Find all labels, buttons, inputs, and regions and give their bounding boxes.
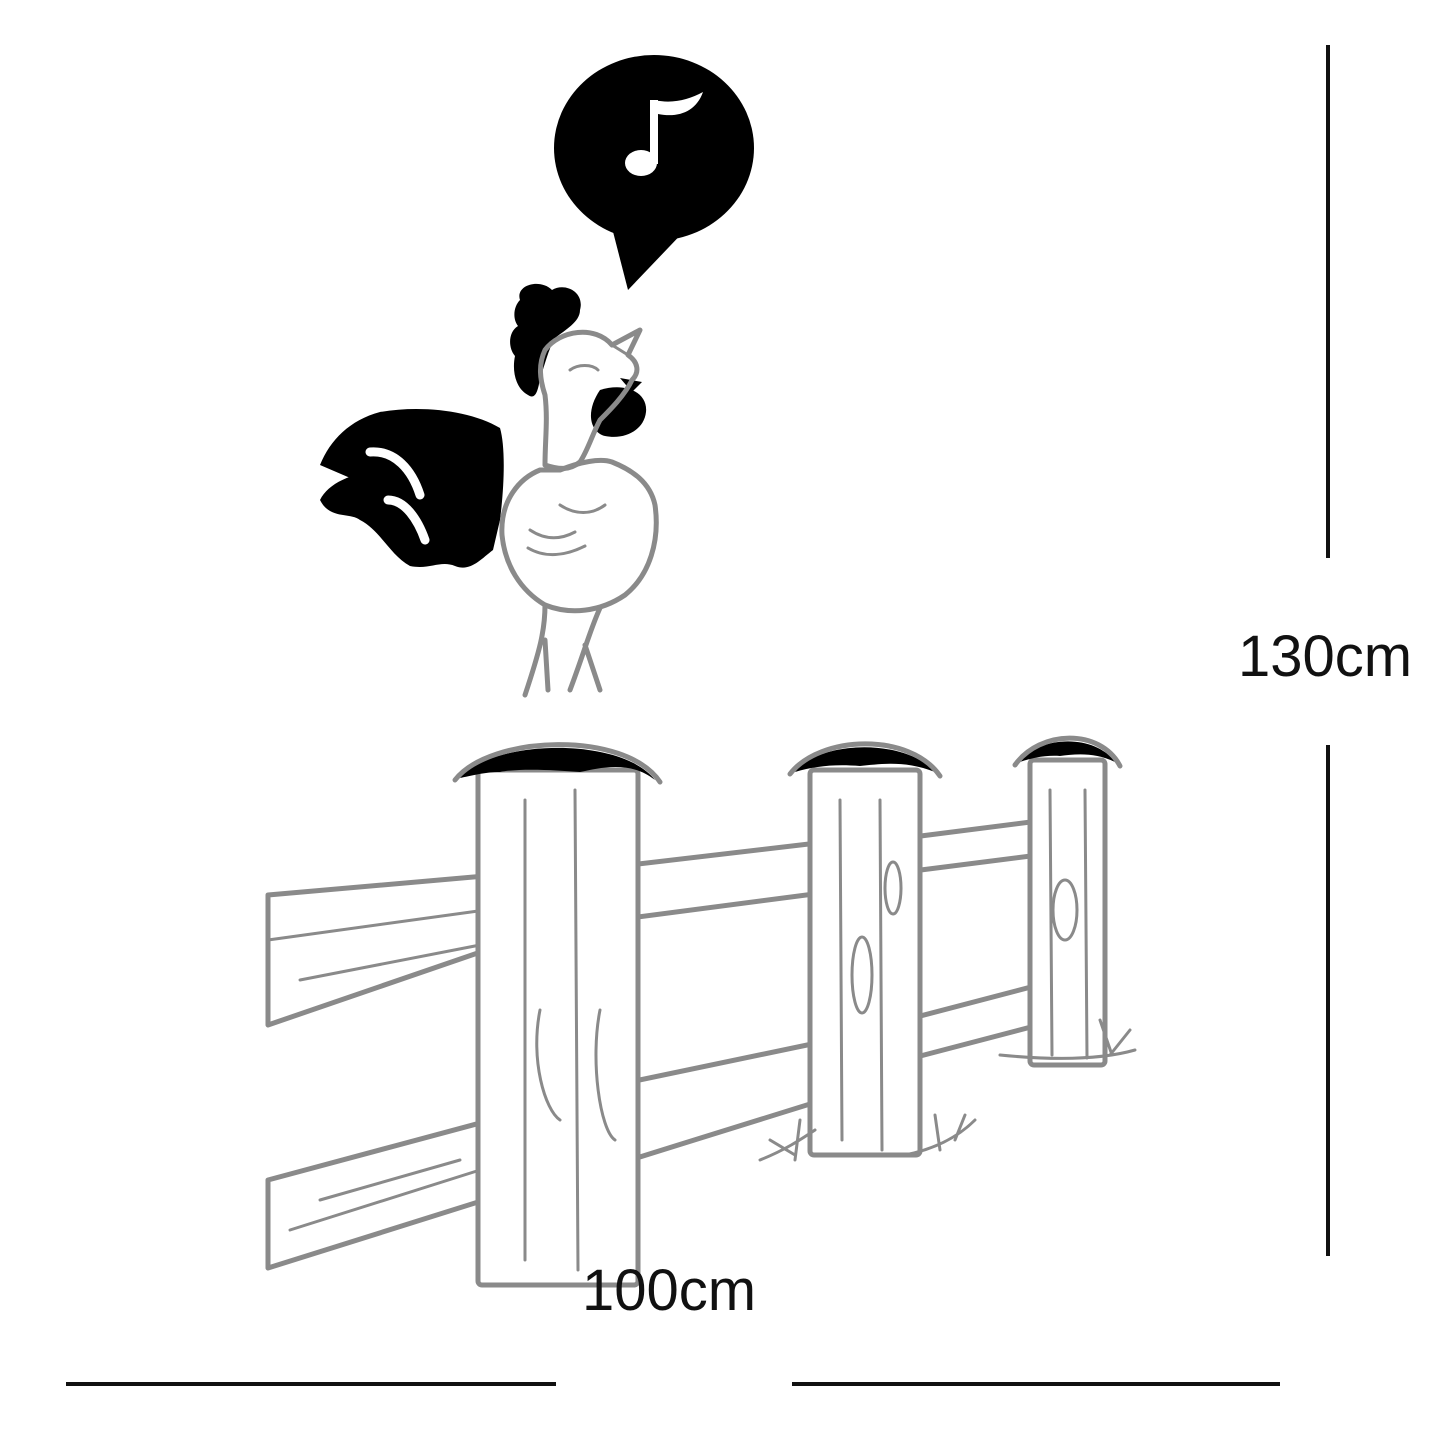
- rooster-body: [499, 457, 659, 614]
- rooster-comb: [510, 283, 581, 397]
- wooden-fence-illustration: [265, 735, 1137, 1288]
- fence-post-front: [452, 742, 663, 1288]
- grass-tuft-middle: [758, 1118, 817, 1162]
- fence-post-back: [1012, 735, 1123, 1068]
- rooster-legs: [522, 602, 603, 698]
- width-dimension-label: 100cm: [582, 1258, 757, 1323]
- grass-tuft-middle-right: [903, 1113, 977, 1157]
- height-dimension-label: 130cm: [1238, 624, 1413, 689]
- grass-tuft-right: [998, 1018, 1137, 1060]
- speech-bubble-icon: [554, 55, 754, 290]
- rooster-illustration: [320, 283, 659, 698]
- music-note-icon: [625, 92, 703, 176]
- fence-post-middle: [787, 741, 943, 1158]
- rooster-head: [538, 327, 643, 471]
- rooster-wattle: [590, 387, 647, 437]
- rooster-tail: [320, 408, 504, 568]
